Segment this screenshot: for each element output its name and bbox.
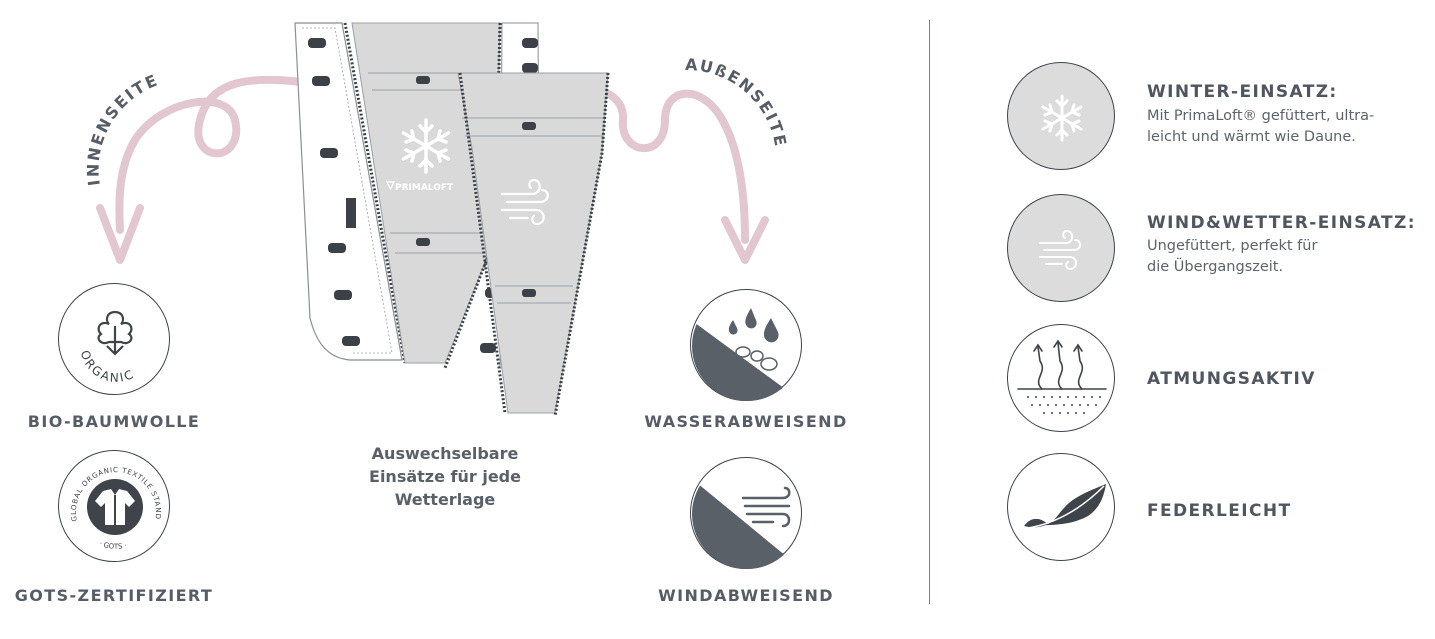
svg-text:ORGANIC: ORGANIC <box>78 348 137 385</box>
snowflake-icon <box>401 118 451 174</box>
wind-lines-icon <box>741 486 791 528</box>
curve-label-inner: INNENSEITE <box>84 70 162 187</box>
feature-title-winter: WINTER-EINSATZ: <box>1147 82 1338 102</box>
feature-desc-winter: Mit PrimaLoft® gefüttert, ultra- leicht … <box>1147 108 1375 145</box>
wind-icon <box>500 178 549 226</box>
feature-desc-wind: Ungefüttert, perfekt für die Übergangsze… <box>1147 238 1318 275</box>
snowflake-icon <box>1041 94 1083 142</box>
badge-label-gots: GOTS-ZERTIFIZIERT <box>14 586 214 605</box>
svg-text:INNENSEITE: INNENSEITE <box>84 70 162 187</box>
organic-badge: ORGANIC <box>58 283 170 395</box>
wind-icon <box>1039 229 1082 271</box>
svg-text:· GOTS ·: · GOTS · <box>98 540 127 551</box>
breathable-icon <box>1017 339 1107 390</box>
cotton-icon <box>97 310 133 356</box>
liner-caption: Auswechselbare Einsätze für jede Wetterl… <box>369 444 521 509</box>
curve-label-outer: AUßENSEITE <box>685 55 791 150</box>
feature-circle-breathable <box>1007 324 1115 432</box>
badge-label-organic: BIO-BAUMWOLLE <box>27 412 201 431</box>
wind-badge <box>690 457 802 569</box>
feature-title-breathable: ATMUNGSAKTIV <box>1147 369 1316 389</box>
svg-text:PRIMALOFT: PRIMALOFT <box>395 183 454 193</box>
feature-circle-feather <box>1007 453 1115 561</box>
feature-circle-wind <box>1007 194 1115 302</box>
badge-label-wind: WINDABWEISEND <box>658 586 834 605</box>
feature-title-wind: WIND&WETTER-EINSATZ: <box>1147 213 1416 233</box>
drop-icon <box>728 308 779 343</box>
feature-circle-winter <box>1007 62 1115 170</box>
svg-text:AUßENSEITE: AUßENSEITE <box>685 55 791 150</box>
badge-label-water: WASSERABWEISEND <box>644 412 848 431</box>
feather-icon <box>1024 484 1106 528</box>
section-divider <box>929 20 930 604</box>
liner-illustration: PRIMALOFT <box>294 22 610 417</box>
gots-badge: GLOBAL ORGANIC TEXTILE STANDARD · GOTS · <box>58 450 170 562</box>
water-badge <box>690 289 802 401</box>
inside-arrow <box>96 75 306 264</box>
feature-title-feather: FEDERLEICHT <box>1147 501 1292 521</box>
